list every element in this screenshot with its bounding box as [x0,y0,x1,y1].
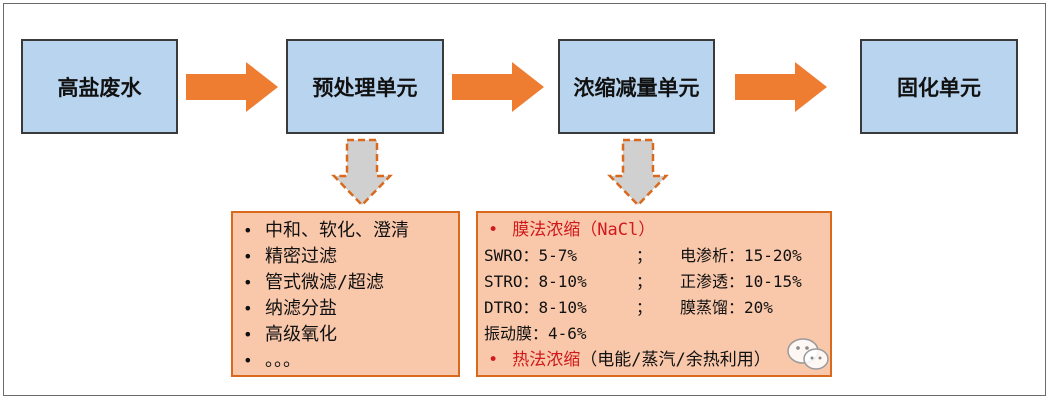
flow-arrow-2 [452,62,544,112]
wechat-watermark-icon [787,338,829,370]
membrane-row: STRO：8-10% ； 正渗透：10-15% [484,272,802,291]
pretreatment-list: •中和、软化、澄清 •精密过滤 •管式微滤/超滤 •纳滤分盐 •高级氧化 •。。… [233,218,458,374]
list-item: •精密过滤 [243,246,337,267]
stage-pretreatment-unit: 预处理单元 [286,39,444,134]
vibrating-membrane-row: 振动膜：4-6% [484,324,587,343]
stage-high-salt-wastewater: 高盐废水 [21,39,178,134]
list-item: •纳滤分盐 [243,298,337,319]
list-item: •中和、软化、澄清 [243,220,409,241]
pretreatment-methods-panel: •中和、软化、澄清 •精密过滤 •管式微滤/超滤 •纳滤分盐 •高级氧化 •。。… [231,211,460,377]
flow-arrow-1 [186,62,278,112]
stage-solidification-unit: 固化单元 [860,39,1018,134]
list-item: •。。。 [243,350,301,371]
concentration-methods-panel: •膜法浓缩（NaCl） SWRO：5-7% ； 电渗析：15-20% STRO：… [476,211,832,377]
list-item: •管式微滤/超滤 [243,272,384,293]
stage-concentration-unit: 浓缩减量单元 [558,39,715,134]
flow-arrow-3 [735,62,827,112]
list-item: •高级氧化 [243,324,337,345]
membrane-row: SWRO：5-7% ； 电渗析：15-20% [484,246,802,265]
down-arrow-concentration [607,138,669,207]
thermal-concentration-row: •热法浓缩（电能/蒸汽/余热利用） [488,350,771,370]
down-arrow-pretreatment [331,138,393,207]
diagram-frame [3,3,1046,396]
membrane-concentration-header: •膜法浓缩（NaCl） [488,220,656,240]
membrane-row: DTRO：8-10% ； 膜蒸馏：20% [484,298,773,317]
